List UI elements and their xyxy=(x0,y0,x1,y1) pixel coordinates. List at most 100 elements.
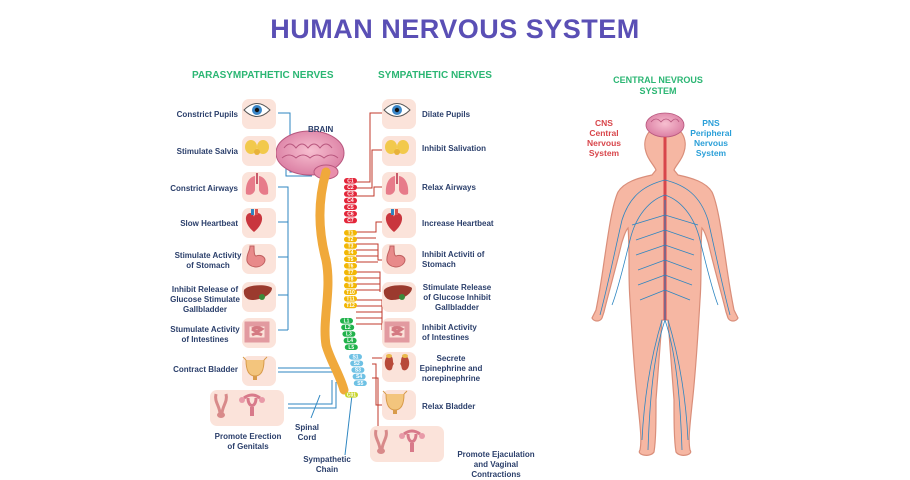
sympathetic-chain-label: Sympathetic Chain xyxy=(303,455,351,474)
para-label-promote-erection: Promote Erection of Genitals xyxy=(214,432,282,451)
vertebra-t4 xyxy=(344,249,357,256)
vertebra-label-c6: C6 xyxy=(347,211,354,217)
vertebra-l5 xyxy=(344,344,358,350)
vertebra-label-t9: T9 xyxy=(348,283,354,289)
vertebra-label-c5: C5 xyxy=(347,205,354,211)
brain-illustration xyxy=(275,130,345,180)
vertebra-label-s2: S2 xyxy=(354,361,360,367)
vertebra-t7 xyxy=(344,269,357,276)
symp-label-relax-airways: Relax Airways xyxy=(422,183,476,192)
vertebra-label-c1: C1 xyxy=(347,178,354,184)
vertebra-label-c7: C7 xyxy=(347,218,354,224)
para-label-stimulate-salvia: Stimulate Salvia xyxy=(176,147,238,156)
vertebra-t12 xyxy=(344,302,357,309)
spinal-cord xyxy=(315,167,349,395)
right-organ-tile-9 xyxy=(370,426,444,462)
symp-label-inhibit-intestines: Inhibit Activity of Intestines xyxy=(422,323,477,342)
vertebra-t2 xyxy=(344,236,357,243)
left-organ-tile-1 xyxy=(242,136,276,166)
cns-heading: CENTRAL NEVROUS SYSTEM xyxy=(613,75,703,96)
para-label-constrict-pupils: Constrict Pupils xyxy=(176,110,238,119)
vertebra-label-c01: C01 xyxy=(347,392,356,398)
vertebra-s5 xyxy=(353,380,367,386)
vertebra-label-t1: T1 xyxy=(348,230,354,236)
left-organ-tile-0 xyxy=(242,99,276,129)
vertebra-label-t5: T5 xyxy=(348,257,354,263)
para-label-contract-bladder: Contract Bladder xyxy=(173,365,238,374)
sympathetic-connectors xyxy=(356,112,385,441)
vertebra-label-t10: T10 xyxy=(346,290,355,296)
sympathetic-heading: SYMPATHETIC NERVES xyxy=(378,70,492,81)
vertebra-label-s4: S4 xyxy=(356,374,362,380)
left-organ-tile-5 xyxy=(242,282,276,312)
vertebra-s2 xyxy=(350,360,364,367)
sympathetic-chain-line xyxy=(344,394,353,456)
vertebra-c6 xyxy=(344,211,357,217)
vertebra-label-l2: L2 xyxy=(345,325,351,331)
vertebra-label-t7: T7 xyxy=(348,270,354,276)
vertebra-s3 xyxy=(351,367,365,373)
parasympathetic-heading: PARASYMPATHETIC NERVES xyxy=(192,70,334,81)
pns-label: PNS Peripheral Nervous System xyxy=(690,118,732,158)
vertebra-c01 xyxy=(345,392,358,398)
vertebra-c7 xyxy=(344,217,357,224)
right-organ-tile-1 xyxy=(382,136,416,166)
right-organ-tile-3 xyxy=(382,208,416,238)
left-organ-tile-3 xyxy=(242,208,276,238)
vertebra-l1 xyxy=(340,318,353,324)
page-title: HUMAN NERVOUS SYSTEM xyxy=(270,14,640,44)
vertebra-l3 xyxy=(342,331,356,337)
vertebra-label-t6: T6 xyxy=(348,263,354,269)
brain-label: BRAIN xyxy=(308,125,334,134)
vertebra-label-s5: S5 xyxy=(357,381,363,387)
left-organ-tile-4 xyxy=(242,244,276,274)
vertebra-label-l4: L4 xyxy=(347,338,353,344)
vertebra-label-s3: S3 xyxy=(355,368,361,374)
vertebra-c1 xyxy=(344,178,357,184)
vertebrae-column: C1C2C3C4C5C6C7T1T2T3T4T5T6T7T8T9T10T11T1… xyxy=(340,178,367,398)
vertebra-label-l5: L5 xyxy=(348,345,354,351)
para-label-constrict-airways: Constrict Airways xyxy=(170,184,238,193)
vertebra-label-t2: T2 xyxy=(348,237,354,243)
vertebra-c4 xyxy=(344,197,357,204)
right-organ-tile-4 xyxy=(382,244,416,274)
para-label-inhibit-glucose: Inhibit Release of Glucose Stimulate Gal… xyxy=(170,285,240,314)
para-label-stimulate-intestines: Stumulate Activity of Intestines xyxy=(170,325,240,344)
right-organ-tile-8 xyxy=(382,390,416,420)
vertebra-label-t8: T8 xyxy=(348,277,354,283)
left-organ-tile-6 xyxy=(242,318,276,348)
vertebra-label-t3: T3 xyxy=(348,244,354,250)
left-organ-tile-2 xyxy=(242,172,276,202)
vertebra-c3 xyxy=(344,191,357,197)
vertebra-c2 xyxy=(344,184,357,191)
symp-label-promote-ejaculation: Promote Ejaculation and Vaginal Contract… xyxy=(457,450,535,479)
vertebra-s4 xyxy=(352,373,366,380)
vertebra-t10 xyxy=(344,289,357,295)
vertebra-t6 xyxy=(344,263,357,269)
symp-label-dilate-pupils: Dilate Pupils xyxy=(422,110,471,119)
vertebra-label-t12: T12 xyxy=(346,303,355,309)
para-label-stimulate-stomach: Stimulate Activity of Stomach xyxy=(174,251,242,270)
vertebra-s1 xyxy=(349,354,362,360)
vertebra-label-t11: T11 xyxy=(346,296,355,302)
left-organ-tile-7 xyxy=(242,356,276,386)
vertebra-label-t4: T4 xyxy=(348,250,354,256)
vertebra-label-c3: C3 xyxy=(347,192,354,198)
vertebra-t1 xyxy=(344,230,357,236)
right-organ-tile-7 xyxy=(382,352,416,382)
right-organ-tile-5 xyxy=(382,282,416,312)
symp-label-relax-bladder: Relax Bladder xyxy=(422,402,476,411)
vertebra-c5 xyxy=(344,204,357,210)
right-organ-tile-6 xyxy=(382,318,416,348)
symp-label-inhibit-salivation: Inhibit Salivation xyxy=(422,144,487,153)
symp-label-secrete-epinephrine: Secrete Epinephrine and norepinephrine xyxy=(419,354,483,383)
cns-label: CNS Central Nervous System xyxy=(586,118,621,158)
vertebra-label-l3: L3 xyxy=(346,332,352,338)
right-organ-tile-2 xyxy=(382,172,416,202)
vertebra-label-c4: C4 xyxy=(347,198,354,204)
vertebra-label-s1: S1 xyxy=(352,354,358,360)
vertebra-t3 xyxy=(344,243,357,249)
vertebra-label-l1: L1 xyxy=(344,318,350,324)
vertebra-t5 xyxy=(344,256,357,262)
